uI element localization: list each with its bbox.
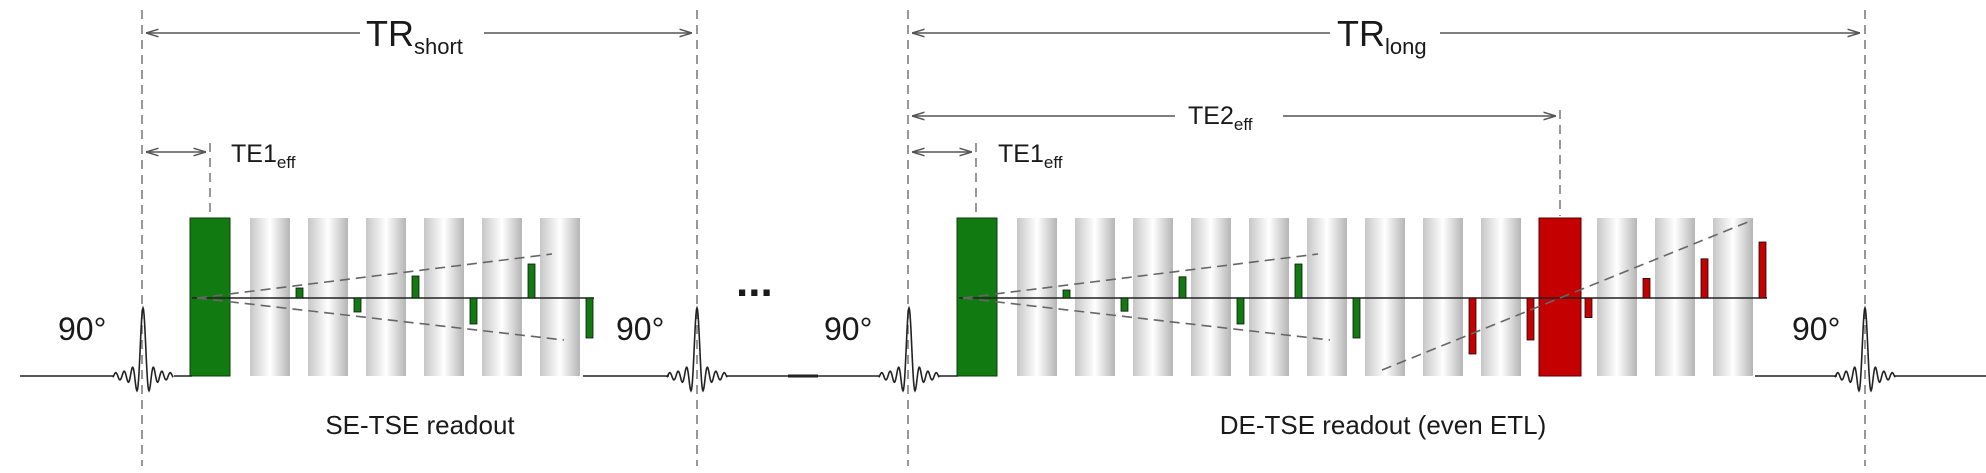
refocusing-bar (1191, 218, 1231, 376)
echo-amplitude-bar (1700, 258, 1709, 299)
echo-block-green (189, 217, 231, 377)
envelope-dashed-line (1381, 221, 1749, 371)
de-tse-echo-train (956, 217, 1767, 377)
readout-label-de-tse: DE-TSE readout (even ETL) (1220, 410, 1547, 440)
refocusing-bar (1597, 218, 1637, 376)
envelope-dashed-line (196, 297, 565, 341)
echo-amplitude-bar (1526, 297, 1535, 341)
flip-angle-label: 90° (58, 311, 106, 347)
refocusing-bar (1365, 218, 1405, 376)
refocusing-bar (1249, 218, 1289, 376)
refocusing-bar (1307, 218, 1347, 376)
rf-pulse-sinc (878, 305, 940, 393)
flip-angle-label: 90° (616, 311, 664, 347)
echo-amplitude-bar (1120, 297, 1129, 312)
readout-label-se-tse: SE-TSE readout (325, 410, 515, 440)
echo-amplitude-bar (1352, 297, 1361, 339)
refocusing-bar (250, 218, 290, 376)
refocusing-bar (482, 218, 522, 376)
rf-pulse-sinc (112, 305, 174, 393)
echo-amplitude-bar (469, 297, 478, 325)
refocusing-bar (1423, 218, 1463, 376)
refocusing-bar (1017, 218, 1057, 376)
refocusing-bar (1713, 218, 1753, 376)
refocusing-bar (424, 218, 464, 376)
refocusing-bar (1481, 218, 1521, 376)
refocusing-bar (1655, 218, 1695, 376)
te1-label-left: TE1eff (231, 140, 296, 172)
rf-pulse-sinc (1834, 305, 1896, 393)
envelope-dashed-line (962, 253, 1319, 299)
se-tse-echo-train (189, 217, 594, 377)
tr-long-label: TRlong (1337, 13, 1427, 59)
echo-amplitude-bar (1642, 277, 1651, 299)
echo-amplitude-bar (1236, 297, 1245, 325)
refocusing-bar (1133, 218, 1173, 376)
echo-amplitude-bar (353, 297, 362, 313)
envelope-dashed-line (196, 253, 553, 299)
boundary-lines (141, 10, 1866, 466)
refocusing-bar (308, 218, 348, 376)
echo-amplitude-bar (1468, 297, 1477, 355)
flip-angle-label: 90° (1792, 311, 1840, 347)
echo-amplitude-bar (411, 275, 420, 299)
rf-pulses (112, 305, 1896, 393)
te2-label: TE2eff (1188, 102, 1253, 134)
echo-block-red (1538, 217, 1582, 377)
echo-amplitude-bar (1178, 276, 1187, 299)
refocusing-bar (1075, 218, 1115, 376)
echo-block-green (956, 217, 998, 377)
echo-amplitude-bar (1584, 297, 1593, 319)
echo-amplitude-bar (1758, 241, 1767, 299)
ellipsis: ... (736, 257, 773, 306)
te1-label-right: TE1eff (998, 140, 1063, 172)
echo-amplitude-bar (585, 297, 594, 339)
echo-amplitude-bar (1062, 289, 1071, 299)
echo-amplitude-bar (527, 263, 536, 299)
envelope-dashed-line (962, 297, 1331, 341)
echo-amplitude-bar (295, 287, 304, 299)
tr-short-label: TRshort (366, 13, 463, 59)
refocusing-bar (366, 218, 406, 376)
echo-amplitude-bar (1294, 263, 1303, 299)
flip-angle-label: 90° (824, 311, 872, 347)
refocusing-bar (540, 218, 580, 376)
rf-pulse-sinc (666, 305, 728, 393)
